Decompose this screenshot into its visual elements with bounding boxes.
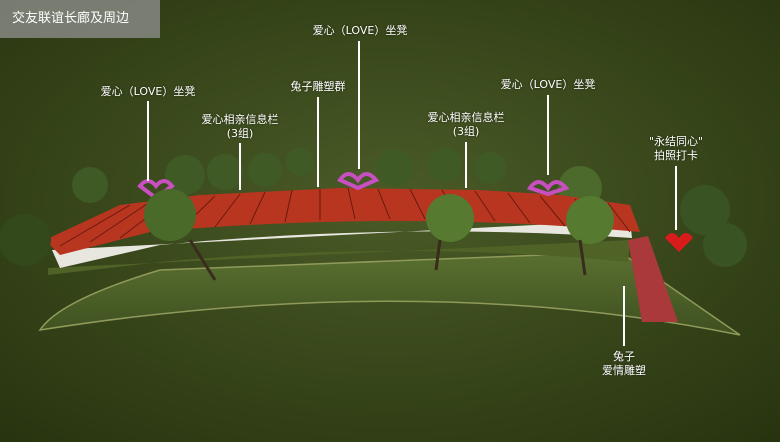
love-bench-center [337,172,380,191]
leader-line [239,143,241,190]
label-text: 爱心（LOVE）坐凳 [312,24,408,37]
page-title: 交友联谊长廊及周边 [0,0,160,38]
label-info-board-left: 爱心相亲信息栏 (3组) [202,113,279,141]
label-love-bench-right: 爱心（LOVE）坐凳 [501,78,596,92]
leader-line [147,101,149,181]
label-text: 兔子雕塑群 [290,80,346,93]
label-love-bench-top: 爱心（LOVE）坐凳 [313,24,408,38]
forever-heart-sculpture [665,233,693,252]
leader-line [623,286,625,346]
label-text: 拍照打卡 [654,149,698,162]
label-love-bench-left: 爱心（LOVE）坐凳 [101,85,196,99]
label-text: 爱心相亲信息栏 [427,111,505,124]
label-text: 兔子 [613,350,635,363]
leader-line [317,97,319,187]
label-text: 爱心（LOVE）坐凳 [100,85,196,98]
label-text: 爱情雕塑 [602,364,646,377]
label-text: (3组) [226,127,254,140]
label-info-board-right: 爱心相亲信息栏 (3组) [428,111,505,139]
lawn-top [48,240,630,275]
label-text: 爱心（LOVE）坐凳 [500,78,596,91]
label-rabbit-love-sculpture: 兔子 爱情雕塑 [602,350,646,378]
raised-lawn [38,251,741,336]
leader-line [465,142,467,188]
label-text: 爱心相亲信息栏 [201,113,279,126]
love-bench-left [137,179,175,201]
love-bench-right [526,180,570,197]
label-text: "永结同心" [648,135,704,148]
label-rabbit-group: 兔子雕塑群 [291,80,346,94]
leader-line [547,95,549,175]
tree-row [72,148,747,267]
label-text: (3组) [452,125,480,138]
foreground-trees [0,189,614,281]
leader-line [675,166,677,230]
label-forever-photo: "永结同心" 拍照打卡 [649,135,703,163]
leader-line [358,41,360,169]
red-path [628,236,678,322]
